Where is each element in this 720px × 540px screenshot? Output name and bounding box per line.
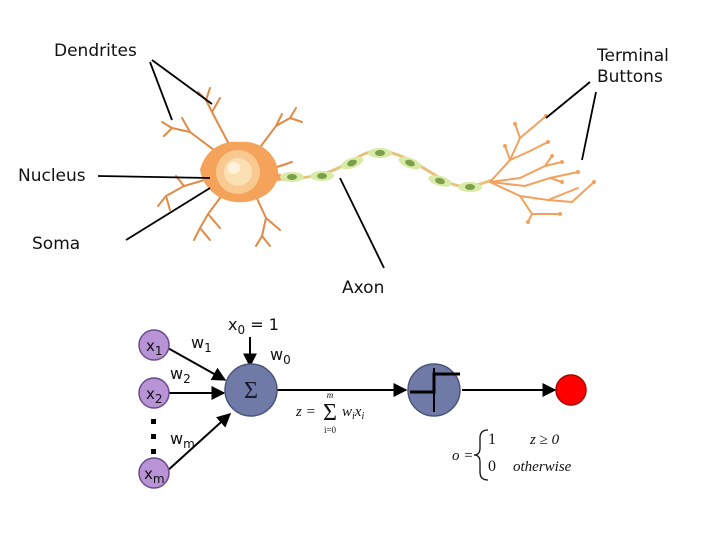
- terminal-label-line1: Terminal: [596, 46, 669, 66]
- bias-input-base: x: [228, 315, 237, 334]
- axon-label: Axon: [342, 278, 384, 298]
- bias-input-label: x0 = 1: [228, 315, 279, 337]
- bias-weight-label: w0: [270, 345, 291, 367]
- weight-2-sub: 2: [183, 372, 191, 386]
- bias-weight-sub: 0: [283, 353, 291, 367]
- bias-weight-base: w: [270, 345, 283, 364]
- weight-1-label: w1: [191, 333, 212, 355]
- svg-text:wixi: wixi: [342, 404, 364, 422]
- bias-input-sub: 0: [237, 323, 245, 337]
- input-m-sub: m: [153, 472, 165, 486]
- net-input-sum-top: m: [327, 390, 334, 400]
- label-pointers: [97, 59, 597, 269]
- dendrites-label: Dendrites: [54, 41, 137, 61]
- svg-text:xm: xm: [144, 465, 165, 486]
- net-input-sigma: Σ: [323, 400, 337, 426]
- sum-symbol: Σ: [244, 378, 258, 404]
- input-1-sub: 1: [155, 344, 163, 358]
- output-case1-cond: z ≥ 0: [529, 432, 560, 448]
- weight-1-sub: 1: [204, 341, 212, 355]
- weight-m-base: w: [170, 429, 183, 448]
- input-2-sub: 2: [155, 392, 163, 406]
- biological-neuron: Dendrites Nucleus Soma Axon Terminal But…: [18, 41, 669, 298]
- net-input-term2: x: [354, 404, 362, 420]
- input-2-base: x: [146, 385, 155, 403]
- net-input-term: w: [342, 404, 352, 420]
- terminal-buttons: [503, 114, 596, 224]
- perceptron-edges: [165, 337, 557, 473]
- output-node: [555, 374, 587, 406]
- weight-m-sub: m: [183, 437, 195, 451]
- nucleus-highlight: [228, 162, 240, 174]
- output-case2-value: 0: [488, 458, 496, 475]
- myelin-sheath: [280, 148, 482, 192]
- axon-terminals-drawing: [489, 115, 595, 223]
- input-m-base: x: [144, 465, 153, 483]
- step-activation-node: [407, 363, 461, 417]
- input-node-1: x1: [138, 329, 170, 361]
- dendrites-drawing: [157, 87, 303, 247]
- summation-node: Σ: [224, 363, 278, 417]
- terminal-label-line2: Buttons: [597, 67, 663, 87]
- output-formula: o = 1 z ≥ 0 0 otherwise: [452, 429, 572, 481]
- net-input-term-sub: i: [352, 411, 355, 422]
- net-input-term2-sub: i: [361, 411, 364, 422]
- weight-2-label: w2: [170, 364, 191, 386]
- svg-text:x1: x1: [146, 337, 163, 358]
- net-input-formula: z = m Σ i=0 wixi: [295, 390, 364, 435]
- input-node-2: x2: [138, 377, 170, 409]
- weight-m-label: wm: [170, 429, 195, 451]
- perceptron: x1 x2 xm w1 w2 wm x0 = 1 w0 Σ z =: [138, 315, 587, 489]
- net-input-lhs: z =: [295, 404, 316, 420]
- bias-input-rest: = 1: [245, 315, 279, 334]
- weight-1-base: w: [191, 333, 204, 352]
- ellipsis-dots: [151, 419, 156, 454]
- nucleus-label: Nucleus: [18, 166, 86, 186]
- soma-label: Soma: [32, 234, 80, 254]
- output-case1-value: 1: [488, 431, 496, 448]
- net-input-sum-bottom: i=0: [324, 425, 337, 435]
- output-lhs: o =: [452, 448, 473, 464]
- output-case2-cond: otherwise: [513, 459, 572, 475]
- svg-text:x2: x2: [146, 385, 163, 406]
- input-1-base: x: [146, 337, 155, 355]
- output-brace: [473, 429, 489, 481]
- input-node-m: xm: [138, 457, 170, 489]
- weight-2-base: w: [170, 364, 183, 383]
